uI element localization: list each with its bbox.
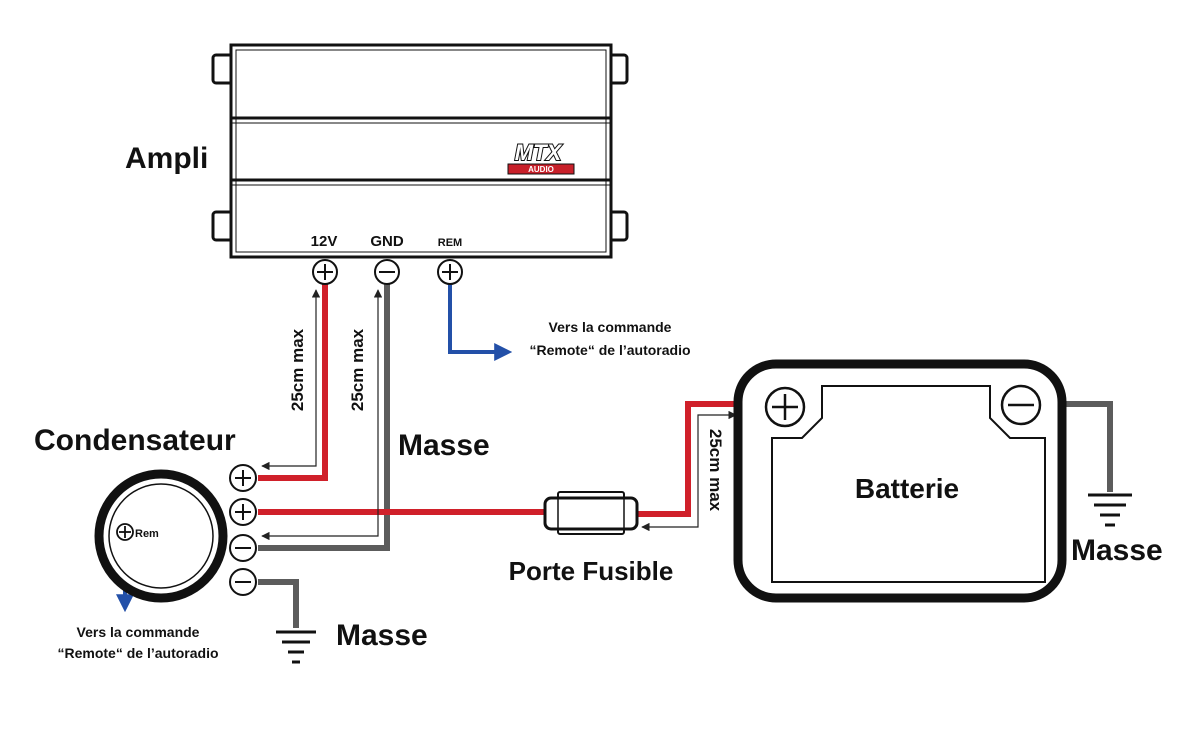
amp-label: Ampli — [125, 142, 208, 175]
minus-terminal-icon — [374, 259, 400, 285]
capacitor-label: Condensateur — [34, 424, 236, 457]
dimension-battery: 25cm max — [641, 410, 737, 532]
ground-symbol-icon — [276, 630, 316, 664]
remote-note-amp-line2: “Remote“ de l’autoradio — [529, 342, 690, 358]
plus-terminal-icon — [764, 386, 806, 428]
plus-terminal-icon — [116, 523, 134, 541]
battery: Batterie — [733, 359, 1067, 603]
minus-terminal-icon — [229, 534, 257, 562]
plus-terminal-icon — [312, 259, 338, 285]
plus-terminal-icon — [229, 498, 257, 526]
amplifier: MTX AUDIO 12V GND REM — [211, 43, 629, 259]
svg-text:25cm max: 25cm max — [348, 328, 367, 411]
terminal-label-gnd: GND — [370, 233, 404, 250]
svg-text:AUDIO: AUDIO — [528, 165, 554, 174]
ground-label-battery: Masse — [1071, 534, 1163, 567]
fuse-holder-label: Porte Fusible — [509, 556, 674, 586]
plus-terminal-icon — [437, 259, 463, 285]
cap-ground-wire — [258, 579, 299, 628]
ground-label-cap: Masse — [336, 619, 428, 652]
svg-text:25cm max: 25cm max — [288, 328, 307, 411]
capacitor: Rem — [94, 469, 228, 603]
ground-symbol-icon — [1088, 493, 1132, 527]
remote-note-cap-line2: “Remote“ de l’autoradio — [57, 645, 218, 661]
amp-remote-wire — [448, 284, 513, 361]
minus-terminal-icon — [1000, 384, 1042, 426]
minus-terminal-icon — [229, 568, 257, 596]
plus-terminal-icon — [229, 464, 257, 492]
battery-label: Batterie — [855, 473, 959, 504]
terminal-label-12v: 12V — [311, 233, 338, 250]
amp-ground-wire — [258, 284, 390, 551]
dimension-amp-power: 25cm max — [261, 289, 321, 471]
svg-text:25cm max: 25cm max — [706, 429, 725, 512]
fuse-holder — [543, 491, 639, 535]
svg-text:MTX: MTX — [515, 140, 563, 165]
cap-rem-label: Rem — [135, 528, 159, 540]
mtx-audio-logo: MTX AUDIO — [507, 139, 575, 175]
ground-label-mid: Masse — [398, 429, 490, 462]
remote-note-cap-line1: Vers la commande — [77, 624, 200, 640]
dimension-amp-ground: 25cm max — [261, 289, 383, 541]
terminal-label-rem: REM — [438, 237, 462, 249]
remote-note-amp-line1: Vers la commande — [549, 319, 672, 335]
